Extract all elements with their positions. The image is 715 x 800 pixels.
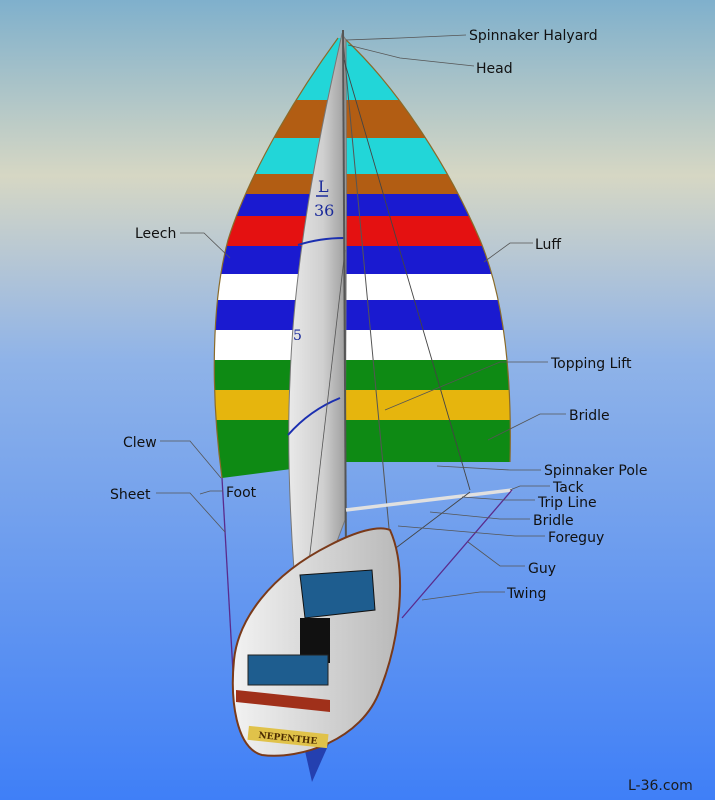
label-luff: Luff bbox=[535, 237, 561, 253]
label-topping-lift: Topping Lift bbox=[550, 356, 632, 372]
label-bridle-lower: Bridle bbox=[533, 513, 574, 529]
label-foot: Foot bbox=[226, 485, 257, 501]
spinnaker-pole-spar bbox=[345, 488, 513, 512]
leader-lines bbox=[156, 34, 566, 601]
sheet-line bbox=[221, 477, 235, 691]
label-sheet: Sheet bbox=[110, 487, 151, 503]
label-spinnaker-halyard: Spinnaker Halyard bbox=[469, 28, 598, 44]
transom bbox=[236, 690, 330, 712]
label-trip-line: Trip Line bbox=[537, 495, 597, 511]
label-leech: Leech bbox=[135, 226, 176, 242]
mainsail-batten-1 bbox=[297, 237, 345, 246]
mainsail-class-mark: L bbox=[318, 177, 329, 196]
guy-line bbox=[401, 489, 513, 619]
mast bbox=[342, 29, 347, 561]
label-foreguy: Foreguy bbox=[548, 530, 604, 546]
label-bridle-upper: Bridle bbox=[569, 408, 610, 424]
cockpit bbox=[247, 654, 329, 686]
topping-lift-line bbox=[343, 59, 471, 491]
label-twing: Twing bbox=[506, 586, 546, 602]
label-spinnaker-pole: Spinnaker Pole bbox=[544, 463, 647, 479]
label-tack: Tack bbox=[552, 480, 585, 496]
label-clew: Clew bbox=[123, 435, 157, 451]
label-guy: Guy bbox=[528, 561, 556, 577]
mainsail bbox=[288, 32, 347, 641]
mainsail-number-5: 5 bbox=[293, 328, 302, 344]
deck-cabin bbox=[299, 569, 376, 619]
mainsail-batten-2 bbox=[287, 397, 341, 436]
boat-name-plate bbox=[247, 725, 329, 749]
mainsail-sail-number: 36 bbox=[314, 201, 334, 220]
forestay bbox=[342, 39, 393, 561]
label-head: Head bbox=[476, 61, 513, 77]
watermark: L-36.com bbox=[628, 778, 693, 794]
spinnaker-outline bbox=[213, 37, 511, 479]
